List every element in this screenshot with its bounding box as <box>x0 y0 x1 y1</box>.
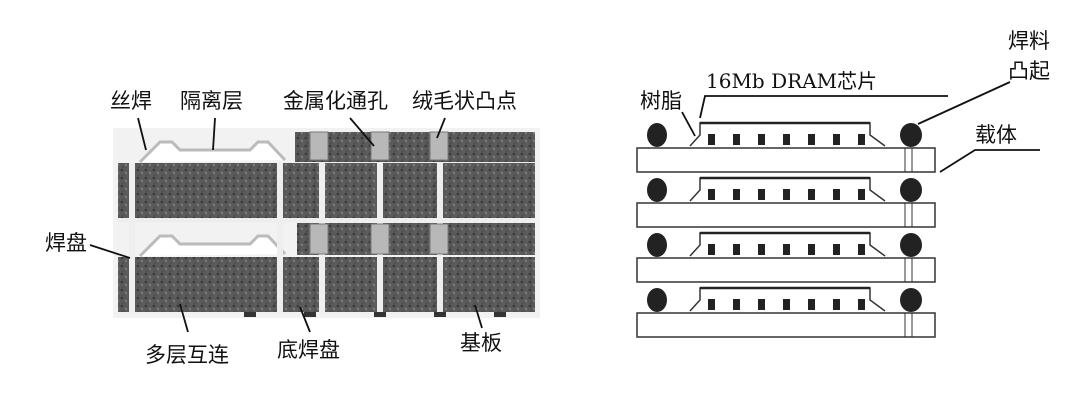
carrier <box>636 312 936 338</box>
wire-bond-arch-bottom <box>138 234 287 258</box>
chip-bump <box>858 244 865 255</box>
chip-bump <box>708 134 715 145</box>
chip-bump <box>783 134 790 145</box>
chip-bump <box>783 189 790 200</box>
solder-ball <box>647 288 667 312</box>
bottom-pad <box>304 312 316 317</box>
solder-ball <box>647 123 667 147</box>
label-wire-bond: 丝焊 <box>110 89 152 113</box>
metallized-via <box>129 163 135 312</box>
chip-bump <box>733 189 740 200</box>
chip-bump <box>858 299 865 310</box>
label-pad: 焊盘 <box>45 231 87 255</box>
chip-bump <box>833 299 840 310</box>
fuzz-bump <box>309 131 329 161</box>
isolation-gap <box>118 218 535 223</box>
bottom-pad <box>494 312 506 317</box>
chip-bump <box>783 244 790 255</box>
chip-bump <box>808 299 815 310</box>
fuzz-bump <box>429 223 449 255</box>
substrate-layer-1 <box>118 163 535 218</box>
chip-bump <box>708 244 715 255</box>
chip-bump <box>858 134 865 145</box>
bottom-pad <box>374 312 386 317</box>
label-solder-bump-2: 凸起 <box>1008 59 1050 83</box>
label-solder-bump-1: 焊料 <box>1008 29 1050 53</box>
chip-bump <box>758 299 765 310</box>
solder-ball <box>647 233 667 257</box>
fuzz-bump <box>370 131 390 161</box>
lower-top-layer <box>297 223 535 255</box>
bottom-pad <box>434 312 446 317</box>
upper-top-layer <box>295 132 535 162</box>
bottom-pad <box>244 312 256 317</box>
chip-bump <box>833 189 840 200</box>
chip-bump <box>758 134 765 145</box>
chip-bump <box>808 244 815 255</box>
dram-module <box>636 176 936 228</box>
chip-bump <box>758 189 765 200</box>
solder-ball <box>900 123 922 147</box>
chip-bump <box>808 134 815 145</box>
chip-bump <box>733 244 740 255</box>
chip-bump <box>833 134 840 145</box>
leader-lines <box>89 81 1040 333</box>
carrier <box>636 147 936 173</box>
stacked-dram-modules <box>636 121 936 338</box>
label-metallized-via: 金属化通孔 <box>283 89 388 113</box>
carrier <box>636 202 936 228</box>
chip-bump <box>783 299 790 310</box>
label-resin: 树脂 <box>640 89 682 113</box>
label-substrate: 基板 <box>460 331 502 355</box>
chip-bump <box>758 244 765 255</box>
fuzz-bump <box>309 223 329 255</box>
chip-bump <box>833 244 840 255</box>
chip-bump <box>808 189 815 200</box>
chip-bump <box>733 134 740 145</box>
solder-ball <box>900 178 922 202</box>
carrier <box>636 257 936 283</box>
solder-ball <box>900 288 922 312</box>
multilayer-substrate-stack <box>113 128 540 318</box>
substrate-layer-2 <box>118 257 535 312</box>
metallized-via <box>277 163 283 312</box>
chip-bump <box>708 299 715 310</box>
chip-bump <box>733 299 740 310</box>
label-multilayer-interconnect: 多层互连 <box>145 343 229 367</box>
fuzz-bump <box>429 131 449 161</box>
label-bottom-pad: 底焊盘 <box>277 338 340 362</box>
chip-bump <box>708 189 715 200</box>
solder-ball <box>900 233 922 257</box>
wire-bond-arch-top <box>138 140 287 164</box>
solder-ball <box>647 178 667 202</box>
label-carrier: 载体 <box>975 123 1017 147</box>
chip-bump <box>858 189 865 200</box>
label-isolation-layer: 隔离层 <box>180 89 243 113</box>
label-fuzz-bump: 绒毛状凸点 <box>412 89 517 113</box>
label-dram-chip: 16Mb DRAM芯片 <box>706 69 877 93</box>
dram-module <box>636 286 936 338</box>
dram-module <box>636 231 936 283</box>
fuzz-bump <box>370 223 390 255</box>
dram-module <box>636 121 936 173</box>
